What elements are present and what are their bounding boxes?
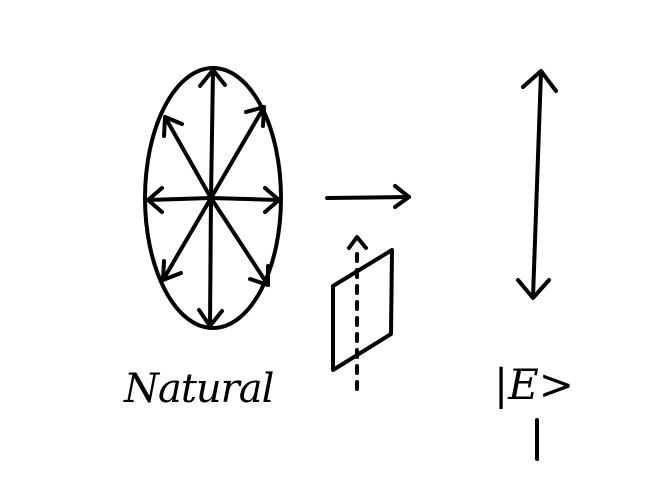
radial-arrow-right [209, 186, 281, 214]
polarizer-plate [331, 248, 394, 372]
natural-light-ellipse [143, 66, 283, 330]
transmission-axis-arrowhead [347, 235, 368, 250]
radial-arrow-upper-left [162, 115, 213, 200]
radial-arrow-lower-left [161, 196, 213, 282]
radial-arrow-upper-right [209, 105, 266, 200]
polarization-state-label: |E> [494, 360, 575, 409]
propagation-arrow [325, 184, 411, 209]
polarizer [331, 235, 394, 391]
radial-arrow-up [198, 68, 227, 200]
radial-arrow-left [146, 186, 213, 214]
radial-arrow-lower-right [209, 196, 270, 287]
natural-light-label: Natural [124, 366, 274, 412]
polarized-field-arrow [516, 69, 558, 300]
radial-arrow-down [197, 196, 224, 328]
